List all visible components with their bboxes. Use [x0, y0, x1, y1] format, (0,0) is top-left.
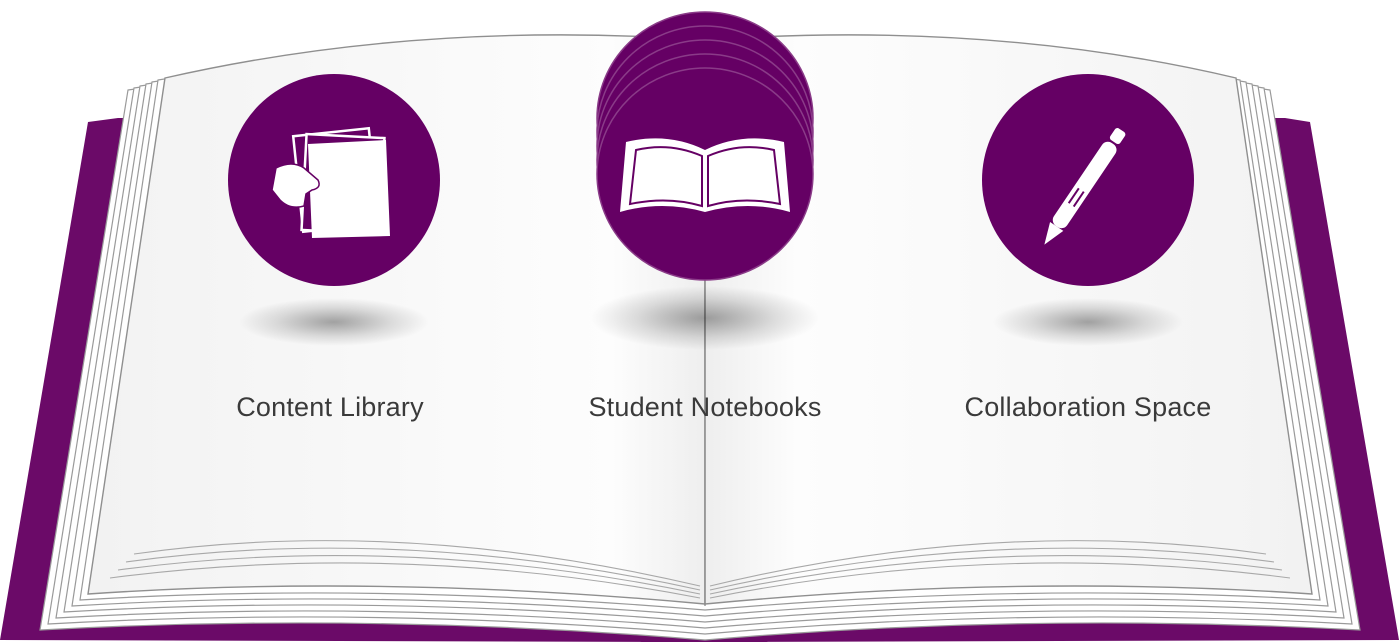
- student-notebooks-shadow: [590, 286, 820, 350]
- collaboration-space-shadow: [993, 298, 1183, 346]
- content-library-label: Content Library: [236, 392, 424, 422]
- pen-icon: [1044, 128, 1126, 245]
- collaboration-space-label: Collaboration Space: [964, 392, 1212, 422]
- open-book-icon: [620, 138, 790, 212]
- student-notebooks-badge: [596, 11, 814, 281]
- papers-in-hand-icon: [271, 126, 390, 238]
- content-library-shadow: [239, 298, 429, 346]
- collaboration-space-badge: [982, 74, 1194, 286]
- content-library-badge: [228, 74, 440, 286]
- student-notebooks-label: Student Notebooks: [588, 392, 822, 422]
- page-curl-lines: [109, 540, 1291, 599]
